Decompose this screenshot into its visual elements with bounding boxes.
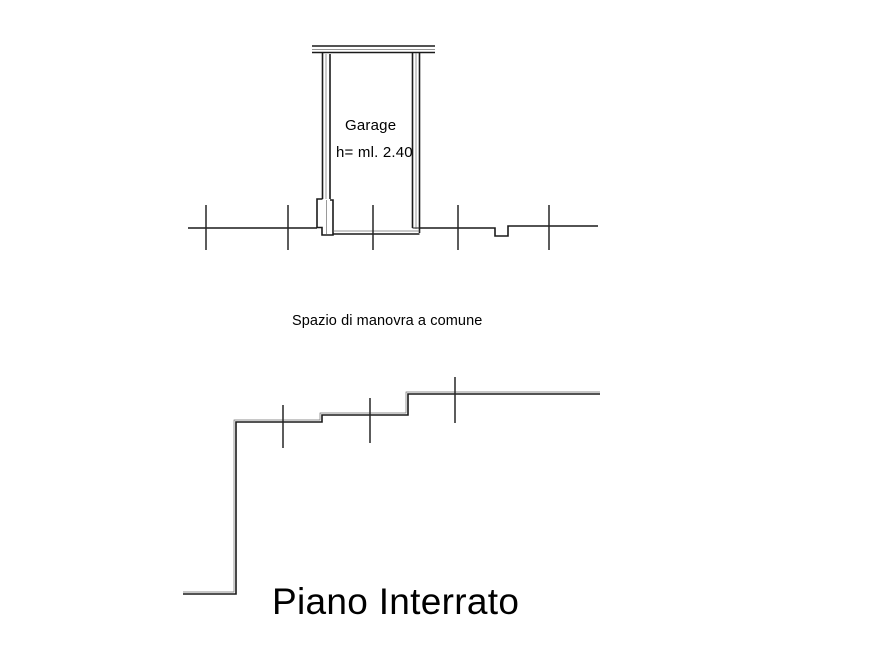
garage-outline-group (312, 45, 435, 236)
maneuver-space-wall-group (188, 205, 598, 250)
garage-height-label: h= ml. 2.40 (336, 144, 413, 161)
lower-plan-boundary-polyline (183, 393, 600, 595)
boundary-wall-right-run (419, 225, 598, 237)
lower-plan-group (183, 377, 600, 595)
lower-plan-boundary-shadow (183, 391, 600, 593)
floor-plan-title: Piano Interrato (272, 581, 520, 622)
garage-room-label: Garage (345, 117, 397, 134)
maneuver-space-label: Spazio di manovra a comune (292, 313, 483, 329)
garage-door-jamb-upper (316, 198, 323, 228)
garage-door-jamb-lower (317, 199, 334, 236)
